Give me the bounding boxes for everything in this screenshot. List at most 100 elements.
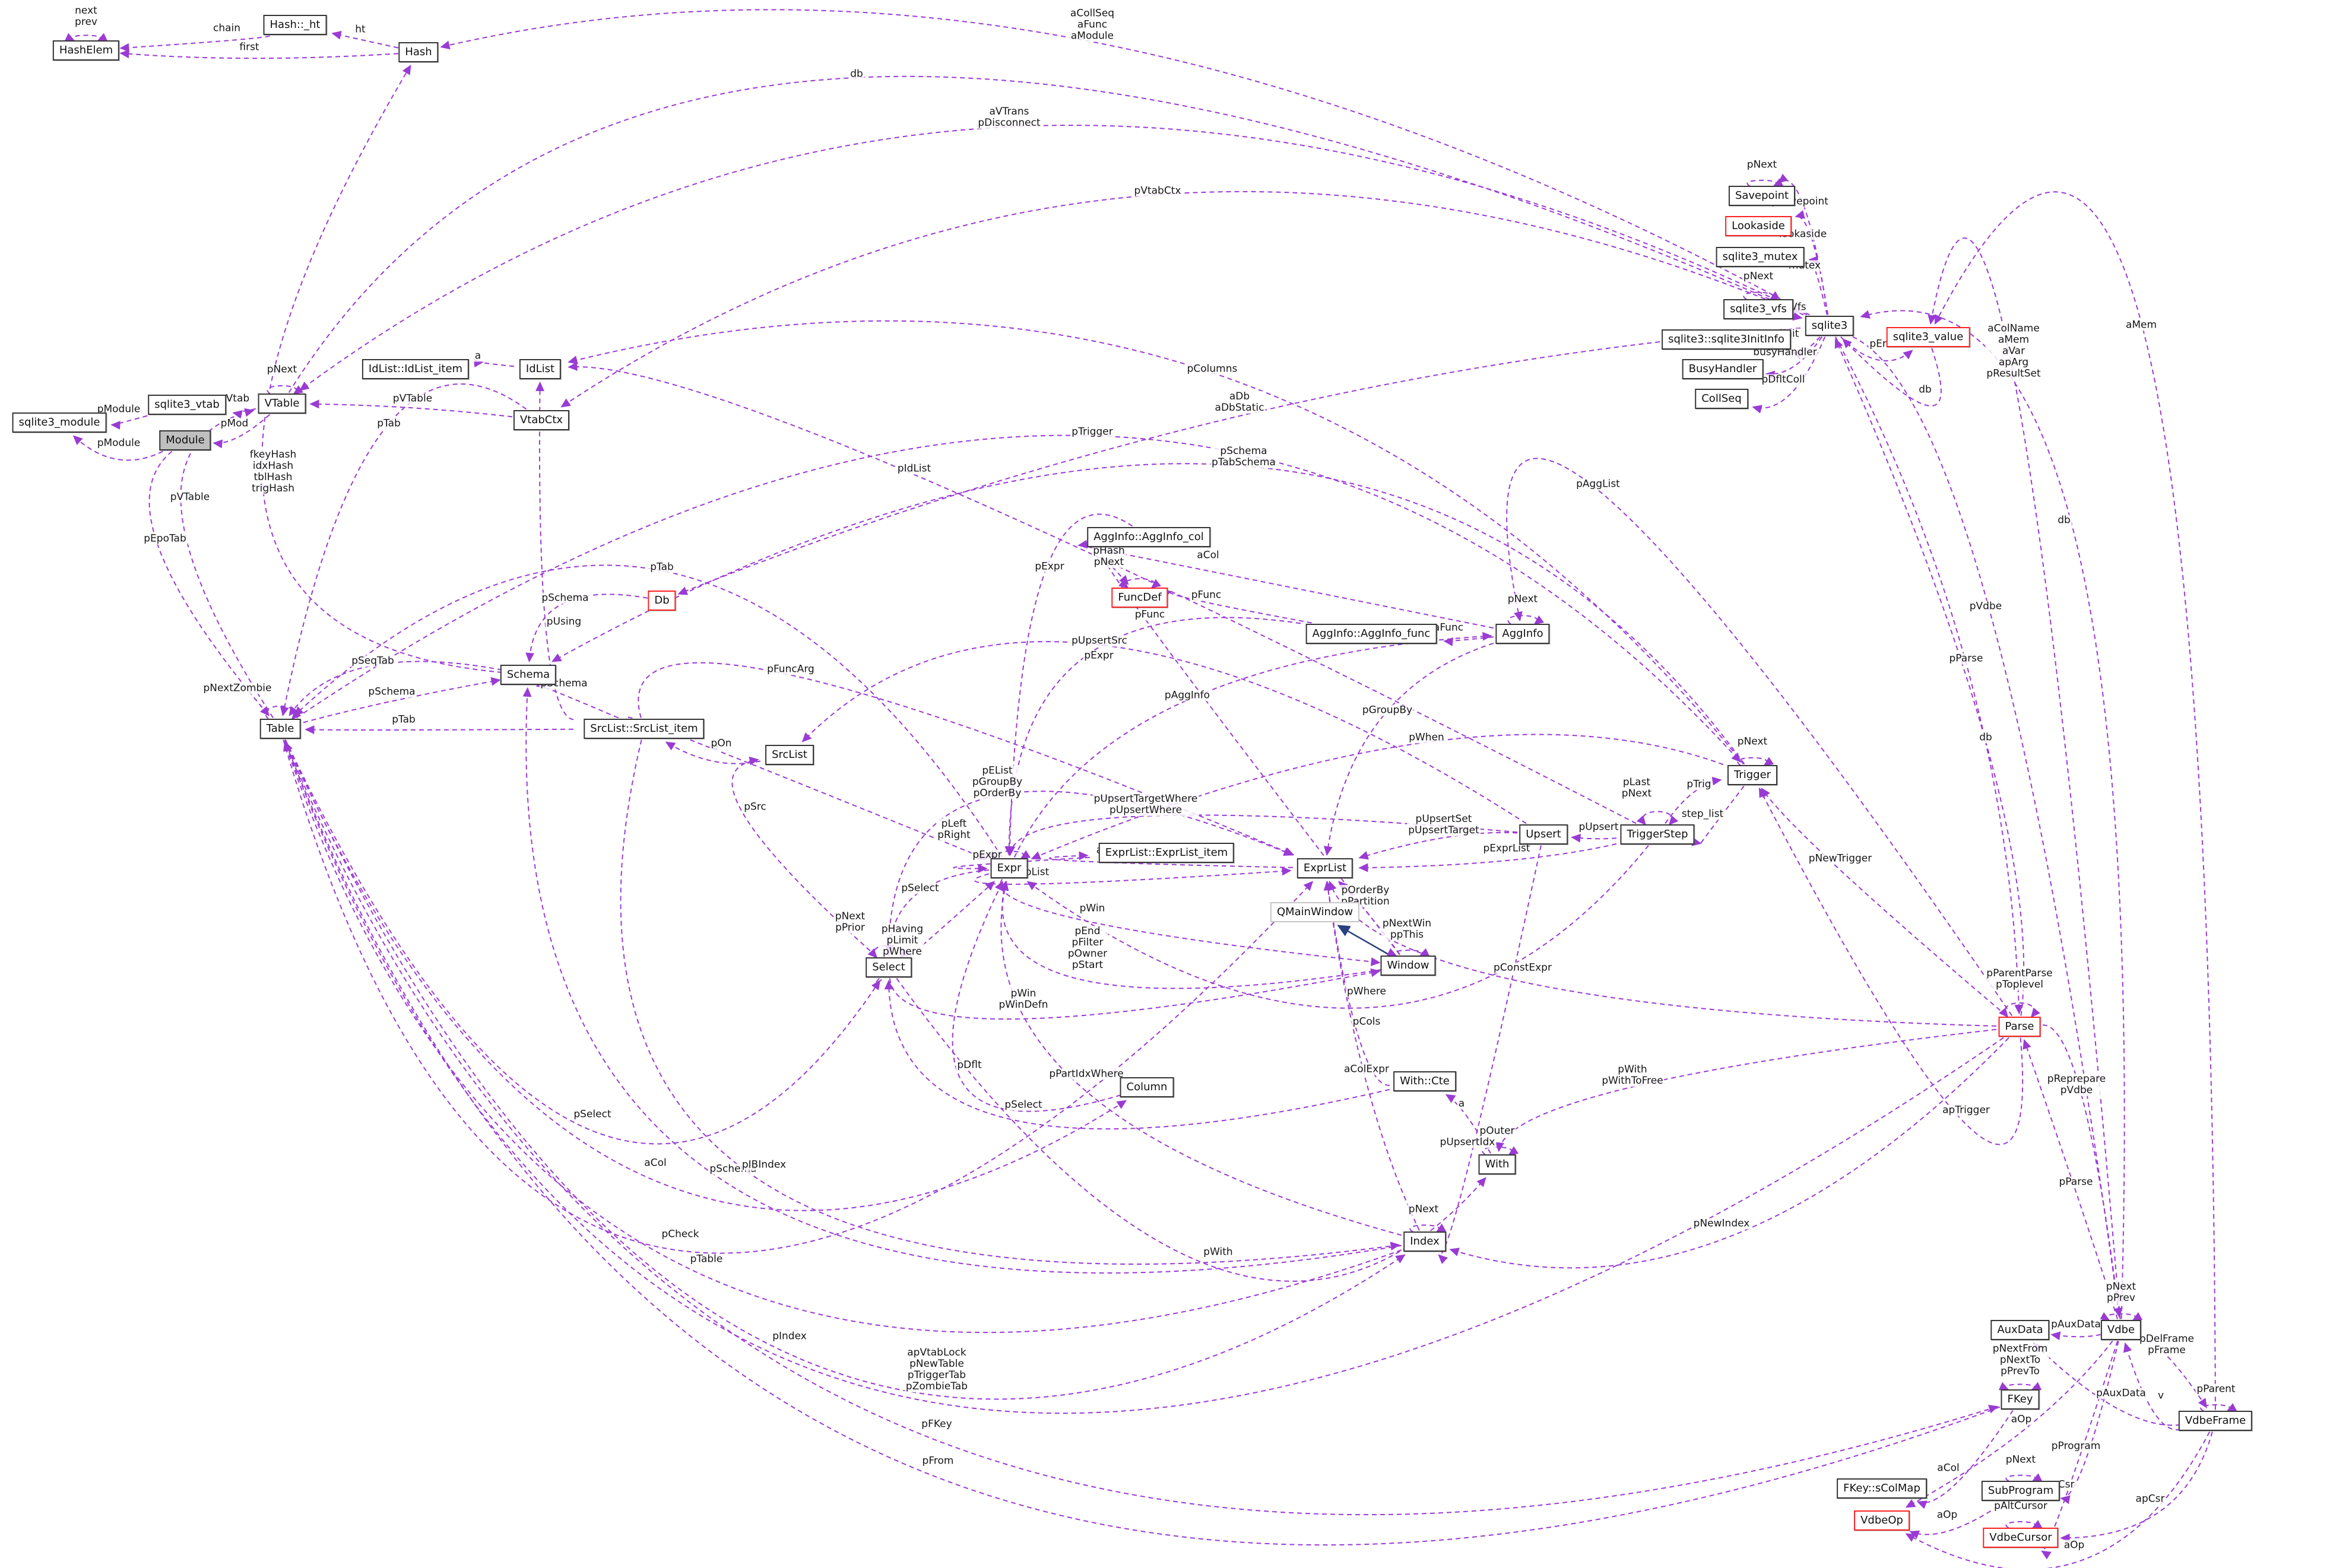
edge-label: pSelect [572,1108,613,1121]
node-VtabCtx[interactable]: VtabCtx [513,410,570,430]
node-VdbeCursor[interactable]: VdbeCursor [1983,1528,2059,1548]
edge-label: pDflt [956,1059,983,1071]
edge-label: pConstExpr [1492,961,1553,974]
member-edge [473,358,515,368]
node-CollSeq[interactable]: CollSeq [1695,389,1748,409]
member-edge [1852,336,2123,1318]
node-Upsert[interactable]: Upsert [1519,824,1568,845]
member-edge [620,739,1400,1265]
edge-label: pHaving pLimit pWhere [880,923,925,958]
member-edge [265,705,302,720]
edge-label: pAltCursor [1993,1500,2049,1512]
member-edge [731,756,877,957]
edge-label: pProgram [2050,1440,2102,1452]
edge-label: apCsr [2134,1493,2166,1505]
node-TriggerStep[interactable]: TriggerStep [1620,824,1695,845]
member-edge [1916,1410,2014,1509]
node-Vdbe[interactable]: Vdbe [2100,1320,2142,1340]
node-sqlite3_vtab[interactable]: sqlite3_vtab [148,395,226,415]
member-edge [1758,787,2024,1145]
member-edge [1840,336,1913,361]
node-Parse[interactable]: Parse [1998,1017,2041,1037]
node-Hash_ht[interactable]: Hash::_ht [263,15,327,35]
node-ExprList[interactable]: ExprList [1296,858,1353,878]
node-Schema[interactable]: Schema [500,665,557,685]
edge-label: pVtab [218,392,251,405]
member-edge [1909,1501,2005,1539]
edge-label: pUpsertSet pUpsertTarget [1407,813,1481,836]
edge-label: pFrom [921,1455,955,1467]
node-AggInfo[interactable]: AggInfo [1495,624,1550,644]
node-QMainWindow[interactable]: QMainWindow [1270,902,1360,922]
node-BusyHandler[interactable]: BusyHandler [1682,359,1764,379]
member-edge [2200,1403,2237,1412]
edge-label: pEpoTab [142,532,188,545]
node-sqlite3_vfs[interactable]: sqlite3_vfs [1723,299,1793,319]
member-edge [283,739,1314,1254]
member-edge [1323,642,1494,856]
node-Trigger[interactable]: Trigger [1727,765,1778,785]
node-sqlite3InitInfo[interactable]: sqlite3::sqlite3InitInfo [1662,329,1791,350]
member-edge [535,679,619,719]
node-Db[interactable]: Db [648,591,676,611]
member-edge [309,399,513,418]
node-Lookaside[interactable]: Lookaside [1725,216,1792,236]
edge-label: aOp [2009,1413,2033,1426]
edge-label: pParentParse pToplevel [1985,967,2054,991]
member-edge [535,381,574,720]
edge-label: pVdbe [1968,600,2004,612]
edge-label: a [1457,1097,1466,1110]
node-sqlite3_value[interactable]: sqlite3_value [1886,327,1970,347]
node-SrcList_item[interactable]: SrcList::SrcList_item [584,719,705,739]
member-edge [2042,1024,2123,1318]
node-ExprList_item[interactable]: ExprList::ExprList_item [1098,843,1235,863]
node-HashElem[interactable]: HashElem [52,40,120,61]
node-Select[interactable]: Select [866,957,912,977]
member-edge [303,677,501,723]
node-Window[interactable]: Window [1380,956,1436,976]
node-SrcList[interactable]: SrcList [765,745,814,765]
node-sqlite3[interactable]: sqlite3 [1805,316,1855,336]
node-With[interactable]: With [1478,1154,1516,1175]
node-VTable[interactable]: VTable [258,393,306,414]
node-sqlite3_module[interactable]: sqlite3_module [12,412,107,433]
node-IdList_item[interactable]: IdList::IdList_item [362,359,470,379]
edge-label: pWith pWithToFree [1600,1064,1665,1087]
node-Index[interactable]: Index [1403,1231,1446,1252]
member-edge [952,880,1121,1112]
member-edge [261,65,503,673]
edge-label: pEnd pFilter pOwner pStart [1066,925,1109,971]
edge-label: aFunc [1432,621,1465,634]
edge-label: pEList pGroupBy pOrderBy [971,764,1024,799]
node-Savepoint[interactable]: Savepoint [1728,186,1796,206]
node-Module[interactable]: Module [159,430,211,450]
edge-label: pUpsertIdx [1438,1136,1497,1148]
node-IdList[interactable]: IdList [519,359,562,379]
edge-label: pModule [96,437,142,449]
node-VdbeOp[interactable]: VdbeOp [1854,1510,1910,1531]
node-Column[interactable]: Column [1120,1077,1174,1097]
node-Hash[interactable]: Hash [398,42,439,62]
member-edge [1482,1146,1519,1156]
member-edge [119,35,270,52]
node-Table[interactable]: Table [259,719,301,739]
member-edge [1449,1037,2009,1269]
member-edge [1358,831,1518,860]
edge-label: pNewIndex [1692,1217,1751,1230]
node-SubProgram[interactable]: SubProgram [1981,1481,2060,1501]
node-AuxData[interactable]: AuxData [1990,1320,2050,1340]
node-AggInfo_func[interactable]: AggInfo::AggInfo_func [1305,624,1437,644]
edge-label: aCol [1936,1462,1961,1474]
node-With_Cte[interactable]: With::Cte [1393,1071,1456,1091]
node-AggInfo_col[interactable]: AggInfo::AggInfo_col [1087,527,1210,547]
edge-label: pOn [709,737,733,750]
node-FKey_sColMap[interactable]: FKey::sColMap [1837,1478,1927,1499]
node-VdbeFrame[interactable]: VdbeFrame [2178,1411,2253,1431]
node-FKey[interactable]: FKey [2001,1389,2040,1410]
node-Expr[interactable]: Expr [990,858,1028,878]
node-sqlite3_mutex[interactable]: sqlite3_mutex [1716,247,1805,267]
member-edge [284,739,1406,1400]
node-FuncDef[interactable]: FuncDef [1111,588,1168,608]
member-edge [110,415,148,430]
